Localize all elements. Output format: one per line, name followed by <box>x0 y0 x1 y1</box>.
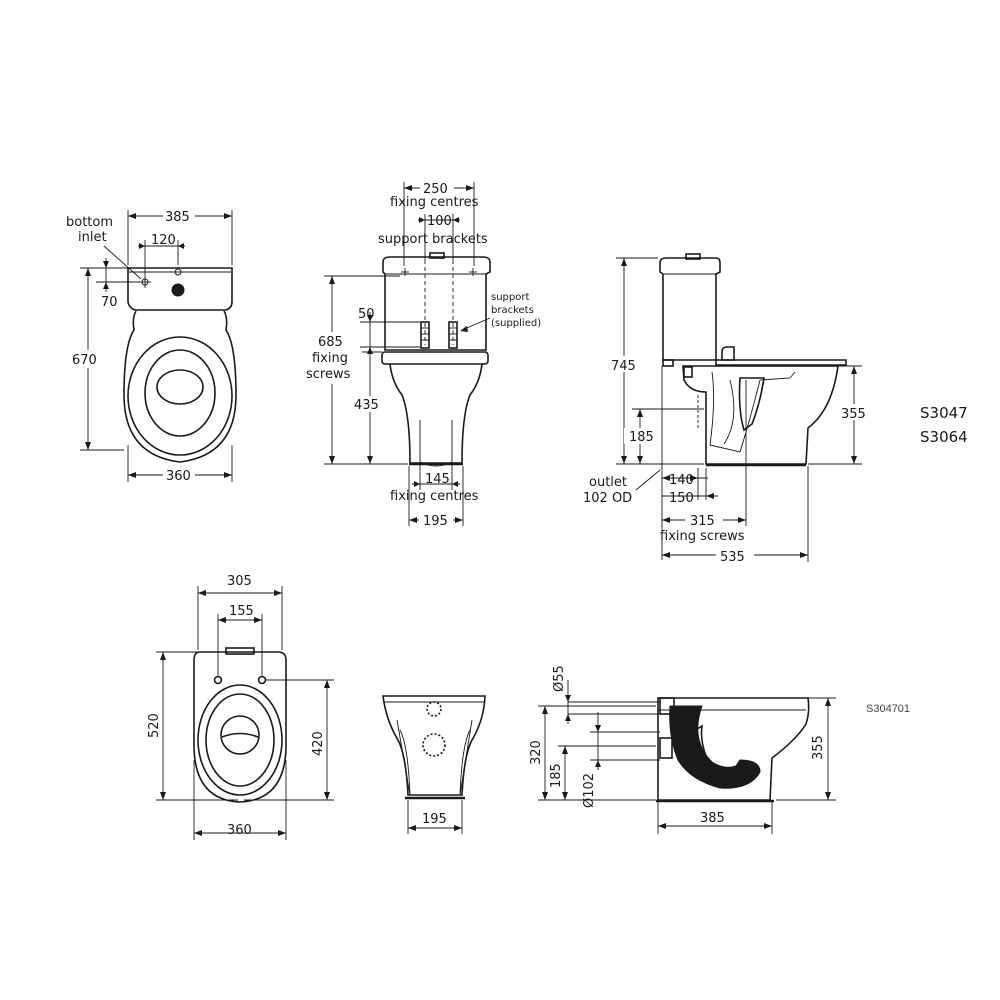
dim-pside-385: 385 <box>700 811 725 826</box>
dim-pside-355: 355 <box>811 735 826 760</box>
support-bracket-left <box>420 321 430 349</box>
seat-side <box>715 359 847 366</box>
side-elevation-view: 745 185 355 S3047 S3064 140 150 outlet 1… <box>583 253 968 565</box>
fixing-centres-bottom-label: fixing centres <box>390 489 479 504</box>
support-brackets-label: support brackets <box>378 232 488 247</box>
dim-side-185: 185 <box>629 430 654 445</box>
seat-outer <box>127 336 233 456</box>
pan-side-small-outline <box>657 697 810 801</box>
support-brackets-note-3: (supplied) <box>491 318 541 329</box>
dim-top-360: 360 <box>166 469 191 484</box>
cistern-top-outline <box>127 267 233 311</box>
pan-rim-outer <box>197 684 283 796</box>
pan-front-view: 195 <box>382 695 486 834</box>
dim-side-315: 315 <box>690 514 715 529</box>
dim-front-145: 145 <box>425 472 450 487</box>
top-plan-view: 385 120 bottom inlet 70 670 360 <box>66 207 237 484</box>
drawing-code: S304701 <box>866 703 910 715</box>
front-elevation-view: 250 fixing centres 100 support brackets … <box>305 180 541 529</box>
support-brackets-note-2: brackets <box>491 305 534 316</box>
dim-side-535: 535 <box>720 550 745 565</box>
dim-pside-320: 320 <box>529 740 544 765</box>
support-bracket-right <box>448 321 458 349</box>
dim-top-385: 385 <box>165 210 190 225</box>
dim-pside-102: Ø102 <box>582 773 597 808</box>
pan-front-outline <box>389 363 483 464</box>
pan-outlet-circle <box>220 715 260 755</box>
dim-pside-55: Ø55 <box>552 665 567 692</box>
dim-front-250: 250 <box>423 182 448 197</box>
dim-top-670: 670 <box>72 353 97 368</box>
pan-top-outline <box>123 310 237 463</box>
bottom-inlet-marker <box>141 278 149 286</box>
fixing-screws-label: fixing screws <box>660 529 745 544</box>
bottom-inlet-label-2: inlet <box>78 230 107 245</box>
dim-pan-155: 155 <box>229 604 254 619</box>
dim-side-140: 140 <box>669 473 694 488</box>
pan-front-outlet <box>422 733 446 757</box>
pan-rim-inner <box>205 693 275 787</box>
cistern-side-outline <box>659 257 721 361</box>
screws-label-685: screws <box>306 367 351 382</box>
seat-inner <box>144 349 216 437</box>
outlet-label-2: 102 OD <box>583 491 632 506</box>
model-code-2: S3064 <box>920 428 968 446</box>
dim-pan-360: 360 <box>227 823 252 838</box>
support-brackets-note-1: support <box>491 292 529 303</box>
dim-pside-185: 185 <box>549 763 564 788</box>
flush-button[interactable] <box>429 252 445 259</box>
pan-side-view: Ø55 320 185 Ø102 355 385 S304701 <box>529 665 910 834</box>
dim-front-435: 435 <box>354 398 379 413</box>
fixing-label-685: fixing <box>312 351 348 366</box>
dim-front-195: 195 <box>423 514 448 529</box>
trapway-side <box>709 371 796 453</box>
dim-top-70: 70 <box>101 295 118 310</box>
pan-front-small-outline <box>382 695 486 796</box>
fixing-centres-top-label: fixing centres <box>390 195 479 210</box>
dim-side-150: 150 <box>669 491 694 506</box>
dim-side-745: 745 <box>611 359 636 374</box>
dim-pan-305: 305 <box>227 574 252 589</box>
pan-plan-outline <box>193 651 287 803</box>
bottom-inlet-label-1: bottom <box>66 215 113 230</box>
pan-front-inlet <box>426 701 442 717</box>
pan-plan-view: 305 155 520 420 360 <box>147 574 334 840</box>
dim-pan-420: 420 <box>311 731 326 756</box>
pan-side-outline <box>682 365 839 465</box>
dim-front-50: 50 <box>358 307 375 322</box>
dim-front-685: 685 <box>318 335 343 350</box>
dim-front-100: 100 <box>427 214 452 229</box>
model-code-1: S3047 <box>920 404 968 422</box>
seat-front <box>381 351 489 365</box>
pan-side-trapway <box>669 705 761 789</box>
dim-pan-520: 520 <box>147 713 162 738</box>
outlet-label-1: outlet <box>589 475 627 490</box>
dim-pfront-195: 195 <box>422 812 447 827</box>
outlet-hole <box>171 283 185 297</box>
dim-top-120: 120 <box>151 233 176 248</box>
bowl-opening <box>156 369 204 405</box>
dim-side-355: 355 <box>841 407 866 422</box>
cistern-front-outline <box>382 256 491 351</box>
